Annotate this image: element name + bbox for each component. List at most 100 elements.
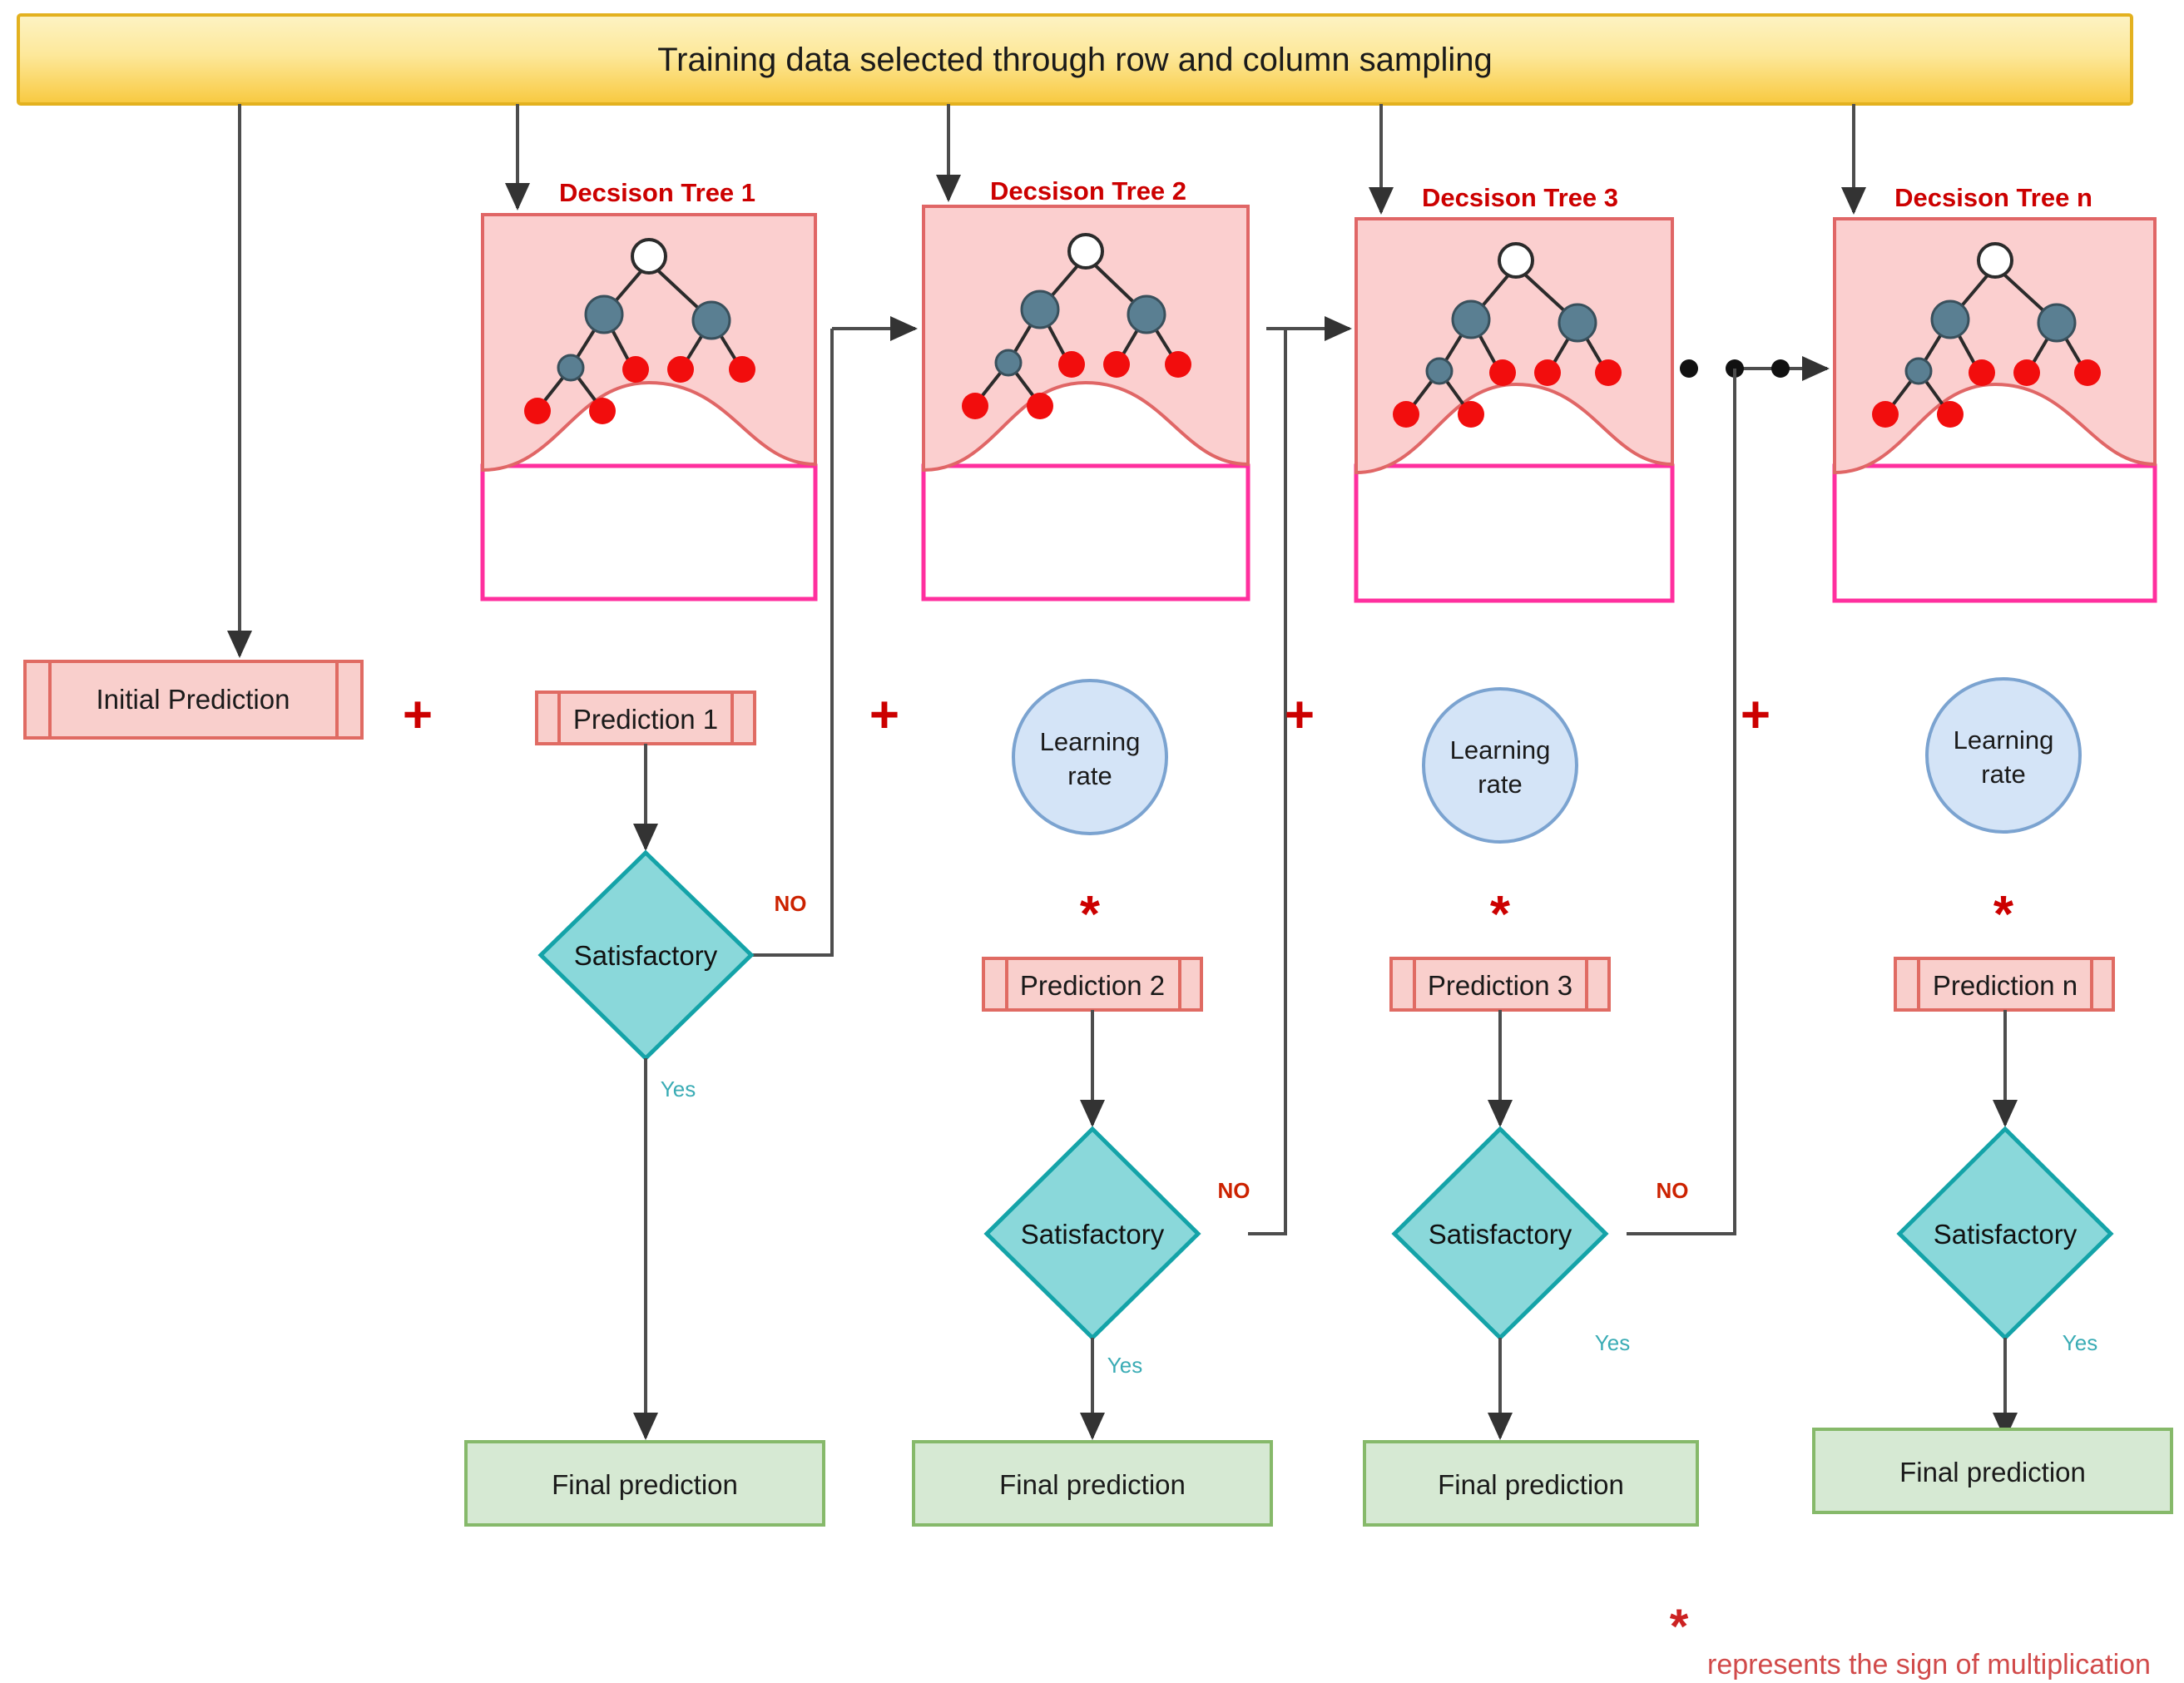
tree-root-node-1 [631,238,667,275]
tree-internal-node-2c [994,349,1023,377]
tree-leaf-node-3e [1458,401,1484,428]
tree-wave-shape-2 [922,205,1250,473]
no-label-1: NO [775,891,807,916]
tree-leaf-node-1d [524,398,551,424]
tree-card-n[interactable]: Decsison Tree n [1832,183,2157,603]
decision-diamond-1[interactable]: Satisfactory [537,849,755,1062]
final-prediction-label-3: Final prediction [1438,1469,1624,1500]
learning-rate-line1-2: Learning [1040,727,1141,756]
legend-star-icon: * [1670,1600,1689,1654]
ellipsis-dot-1 [1680,359,1698,378]
yes-label-1: Yes [661,1077,696,1101]
decision-label-2: Satisfactory [1021,1219,1165,1250]
initial-prediction-box[interactable]: Initial Prediction [23,660,364,740]
decision-label-3: Satisfactory [1429,1219,1572,1250]
ellipsis-dot-3 [1771,359,1790,378]
no-label-2: NO [1218,1178,1250,1203]
tree-wave-shape-n [1833,217,2157,475]
prediction-label-n: Prediction n [1933,970,2078,1001]
tree-leaf-node-3a [1489,359,1516,386]
decision-diamond-n[interactable]: Satisfactory [1896,1126,2114,1341]
tree-leaf-node-nc [2074,359,2101,386]
plus-operators: + + + + [403,686,1770,744]
learning-rate-circle-n[interactable]: Learning rate [1925,677,2082,834]
yes-label-3: Yes [1595,1330,1630,1355]
tree-leaf-node-3d [1393,401,1419,428]
tree-bottom-panel-n [1832,463,2157,603]
no-path-2-to-tree3 [1248,329,1287,1235]
tree-leaf-node-3c [1595,359,1622,386]
tree-wave-shape-1 [481,213,817,473]
prediction-box-2[interactable]: Prediction 2 [982,957,1203,1012]
learning-rate-circle-2[interactable]: Learning rate [1012,679,1168,835]
learning-rate-line2-3: rate [1478,770,1522,799]
tree-leaf-node-3b [1534,359,1561,386]
decision-diamond-3[interactable]: Satisfactory [1391,1126,1609,1341]
legend-description: represents the sign of multiplication [1707,1649,2151,1681]
plus-operator-3: + [1285,686,1315,744]
final-prediction-box-3[interactable]: Final prediction [1363,1440,1699,1527]
star-operator-n: * [1993,886,2014,943]
tree-leaf-node-2a [1058,351,1085,378]
tree-card-2[interactable]: Decsison Tree 2 [921,176,1250,601]
final-prediction-box-1[interactable]: Final prediction [464,1440,825,1527]
tree-internal-node-2a [1020,290,1060,329]
prediction-label-3: Prediction 3 [1428,970,1572,1001]
tree-leaf-node-ne [1937,401,1964,428]
tree-internal-node-3b [1558,303,1597,343]
tree-title-n: Decsison Tree n [1894,183,2092,212]
tree-internal-node-3a [1451,299,1491,339]
header-banner: Training data selected through row and c… [17,13,2133,106]
plus-operator-4: + [1741,686,1770,744]
learning-rate-line2-n: rate [1981,760,2025,789]
column-3: Learning rate * Prediction 3 Satisfactor… [1363,687,1699,1527]
learning-rate-line2-2: rate [1067,761,1112,790]
final-prediction-label-1: Final prediction [552,1469,738,1500]
tree-internal-node-3c [1425,357,1454,385]
learning-rate-circle-3[interactable]: Learning rate [1422,687,1578,844]
tree-card-1[interactable]: Decsison Tree 1 [480,178,818,601]
tree-leaf-node-na [1969,359,1995,386]
header-title: Training data selected through row and c… [657,42,1493,78]
tree-internal-node-1a [584,295,624,334]
tree-internal-node-nb [2037,303,2077,343]
yes-label-n: Yes [2063,1330,2097,1355]
tree-title-2: Decsison Tree 2 [990,176,1186,205]
tree-leaf-node-1e [589,398,616,424]
yes-label-2: Yes [1107,1353,1142,1378]
tree-root-node-3 [1498,242,1534,279]
decision-label-n: Satisfactory [1934,1219,2078,1250]
tree-leaf-node-1c [729,356,755,383]
tree-bottom-panel-1 [480,463,818,601]
star-operator-3: * [1490,886,1511,943]
final-prediction-label-2: Final prediction [999,1469,1186,1500]
tree-internal-node-1b [691,300,731,340]
tree-card-3[interactable]: Decsison Tree 3 [1354,183,1675,603]
star-operator-2: * [1080,886,1101,943]
column-n: Learning rate * Prediction n Satisfactor… [1812,677,2173,1514]
decision-label-1: Satisfactory [574,940,718,971]
tree-leaf-node-2e [1027,393,1053,419]
no-path-1-to-tree2 [751,329,834,957]
tree-root-node-n [1977,242,2013,279]
prediction-box-n[interactable]: Prediction n [1894,957,2115,1012]
no-path-3-to-treen [1627,369,1736,1235]
final-prediction-box-2[interactable]: Final prediction [912,1440,1273,1527]
tree-root-node-2 [1067,233,1104,270]
decision-diamond-2[interactable]: Satisfactory [983,1126,1201,1341]
plus-operator-1: + [403,686,433,744]
prediction-box-1[interactable]: Prediction 1 [535,691,756,745]
learning-rate-line1-n: Learning [1954,725,2054,755]
prediction-box-3[interactable]: Prediction 3 [1389,957,1611,1012]
final-prediction-box-n[interactable]: Final prediction [1812,1428,2173,1514]
learning-rate-line1-3: Learning [1450,735,1551,765]
tree-leaf-node-nd [1872,401,1899,428]
plus-operator-2: + [869,686,899,744]
legend: * represents the sign of multiplication [1670,1600,2151,1681]
no-feedback-paths [751,329,1736,1235]
tree-title-1: Decsison Tree 1 [559,178,755,207]
prediction-label-1: Prediction 1 [573,704,718,735]
tree-leaf-node-nb [2013,359,2040,386]
header-distribution-arrows [227,104,1866,658]
